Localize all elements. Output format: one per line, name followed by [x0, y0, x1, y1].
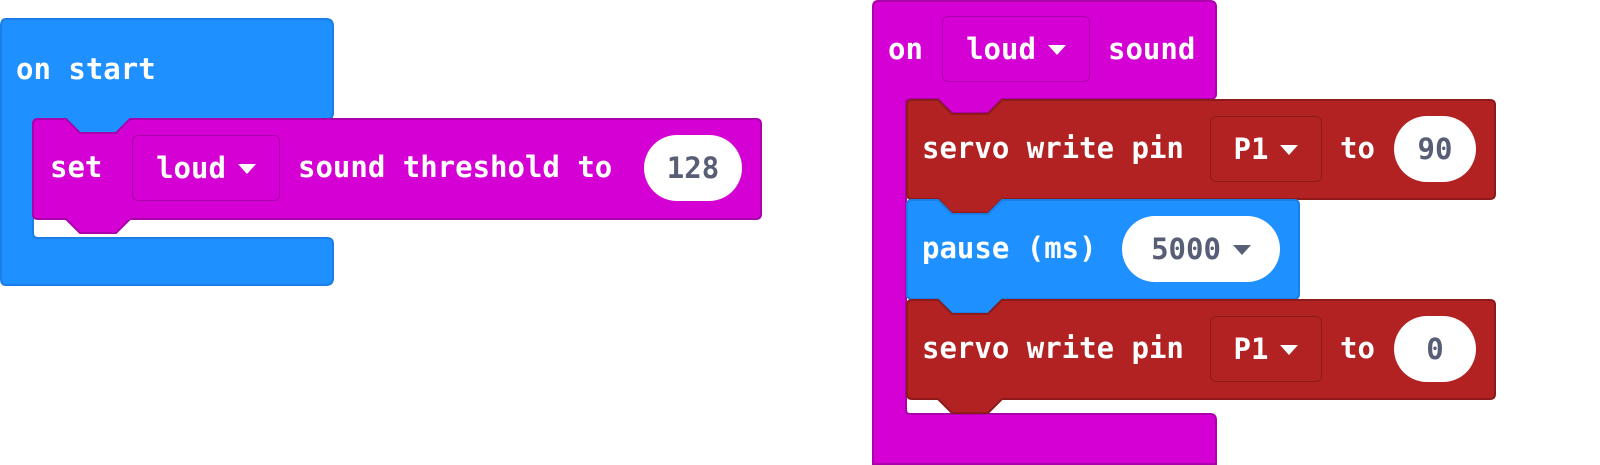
chevron-down-icon — [1232, 245, 1251, 255]
chevron-down-icon — [1280, 145, 1299, 155]
sound-label: sound — [1108, 32, 1196, 66]
servo-write-1-to-label: to — [1340, 131, 1375, 165]
on-start-block-shape — [0, 18, 334, 286]
pause-block[interactable]: pause (ms) 5000 — [906, 199, 1300, 317]
on-sound-block-shape — [872, 0, 1217, 465]
sound-level-value: loud — [156, 151, 226, 185]
servo-write-block-2[interactable]: servo write pin P1 to 0 — [906, 299, 1496, 417]
sound-threshold-label: sound threshold to — [298, 150, 613, 184]
set-label: set — [50, 150, 103, 184]
chevron-down-icon — [1047, 45, 1066, 55]
servo-write-1-label: servo write pin — [922, 131, 1184, 165]
sound-event-dropdown[interactable]: loud — [942, 16, 1090, 82]
pause-duration-dropdown[interactable]: 5000 — [1122, 216, 1280, 282]
servo-angle-1-value: 90 — [1417, 132, 1453, 166]
pin-dropdown-1[interactable]: P1 — [1210, 116, 1322, 182]
on-start-label: on start — [16, 52, 156, 86]
servo-write-2-label: servo write pin — [922, 331, 1184, 365]
chevron-down-icon — [237, 164, 256, 174]
threshold-value-input[interactable]: 128 — [644, 135, 742, 201]
on-label: on — [888, 32, 923, 66]
servo-angle-input-1[interactable]: 90 — [1394, 116, 1476, 182]
pin-dropdown-2[interactable]: P1 — [1210, 316, 1322, 382]
pin-1-value: P1 — [1233, 132, 1269, 166]
servo-write-1-shape — [906, 99, 1496, 214]
pause-duration-value: 5000 — [1151, 232, 1221, 266]
servo-write-2-shape — [906, 299, 1496, 414]
threshold-value: 128 — [666, 151, 720, 185]
servo-angle-input-2[interactable]: 0 — [1394, 316, 1476, 382]
sound-level-dropdown[interactable]: loud — [132, 135, 280, 201]
pin-2-value: P1 — [1233, 332, 1269, 366]
servo-write-2-to-label: to — [1340, 331, 1375, 365]
sound-event-value: loud — [966, 32, 1036, 66]
on-start-block[interactable]: on start — [0, 18, 334, 286]
servo-write-block-1[interactable]: servo write pin P1 to 90 — [906, 99, 1496, 217]
set-sound-threshold-block[interactable]: set loud sound threshold to 128 — [32, 118, 762, 238]
on-sound-event-block[interactable]: on loud sound — [872, 0, 1218, 465]
pause-label: pause (ms) — [922, 231, 1097, 265]
servo-angle-2-value: 0 — [1426, 332, 1444, 366]
chevron-down-icon — [1280, 345, 1299, 355]
